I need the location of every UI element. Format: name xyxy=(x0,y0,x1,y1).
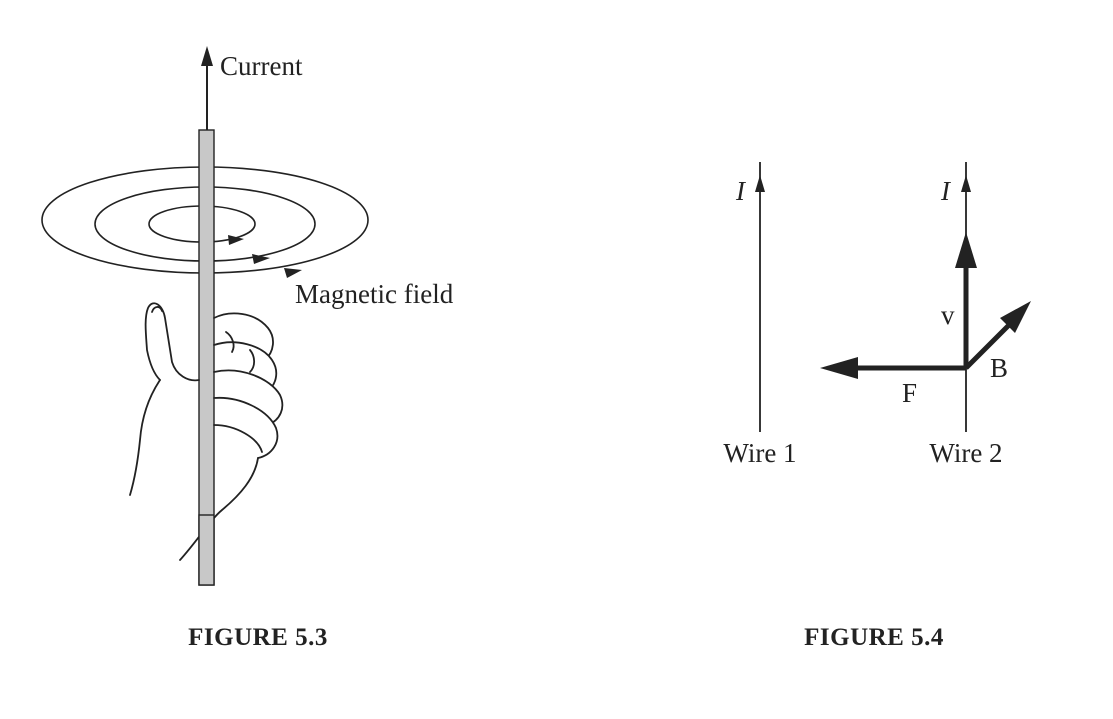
figure-5-3-caption: FIGURE 5.3 xyxy=(188,624,328,651)
figure-5-3: Current Magnetic field xyxy=(41,46,454,651)
current-label: Current xyxy=(220,51,303,81)
figure-5-4-caption: FIGURE 5.4 xyxy=(804,624,944,651)
wire-lower-segment xyxy=(198,514,215,586)
wire-1 xyxy=(755,162,765,432)
field-vector-b xyxy=(964,301,1031,370)
wire-2-current-label: I xyxy=(940,176,952,206)
right-hand-illustration xyxy=(129,302,284,561)
velocity-vector xyxy=(955,232,977,368)
force-label: F xyxy=(902,378,917,408)
force-vector xyxy=(820,357,966,379)
wire-1-label: Wire 1 xyxy=(723,438,796,468)
velocity-label: v xyxy=(941,300,955,330)
figure-5-4: I Wire 1 I Wire 2 v B F FIGURE 5.4 xyxy=(723,162,1031,651)
current-arrow xyxy=(201,46,213,130)
wire-2-label: Wire 2 xyxy=(929,438,1002,468)
field-vector-label: B xyxy=(990,353,1008,383)
magnetic-field-label: Magnetic field xyxy=(295,279,454,309)
wire-1-current-label: I xyxy=(735,176,747,206)
